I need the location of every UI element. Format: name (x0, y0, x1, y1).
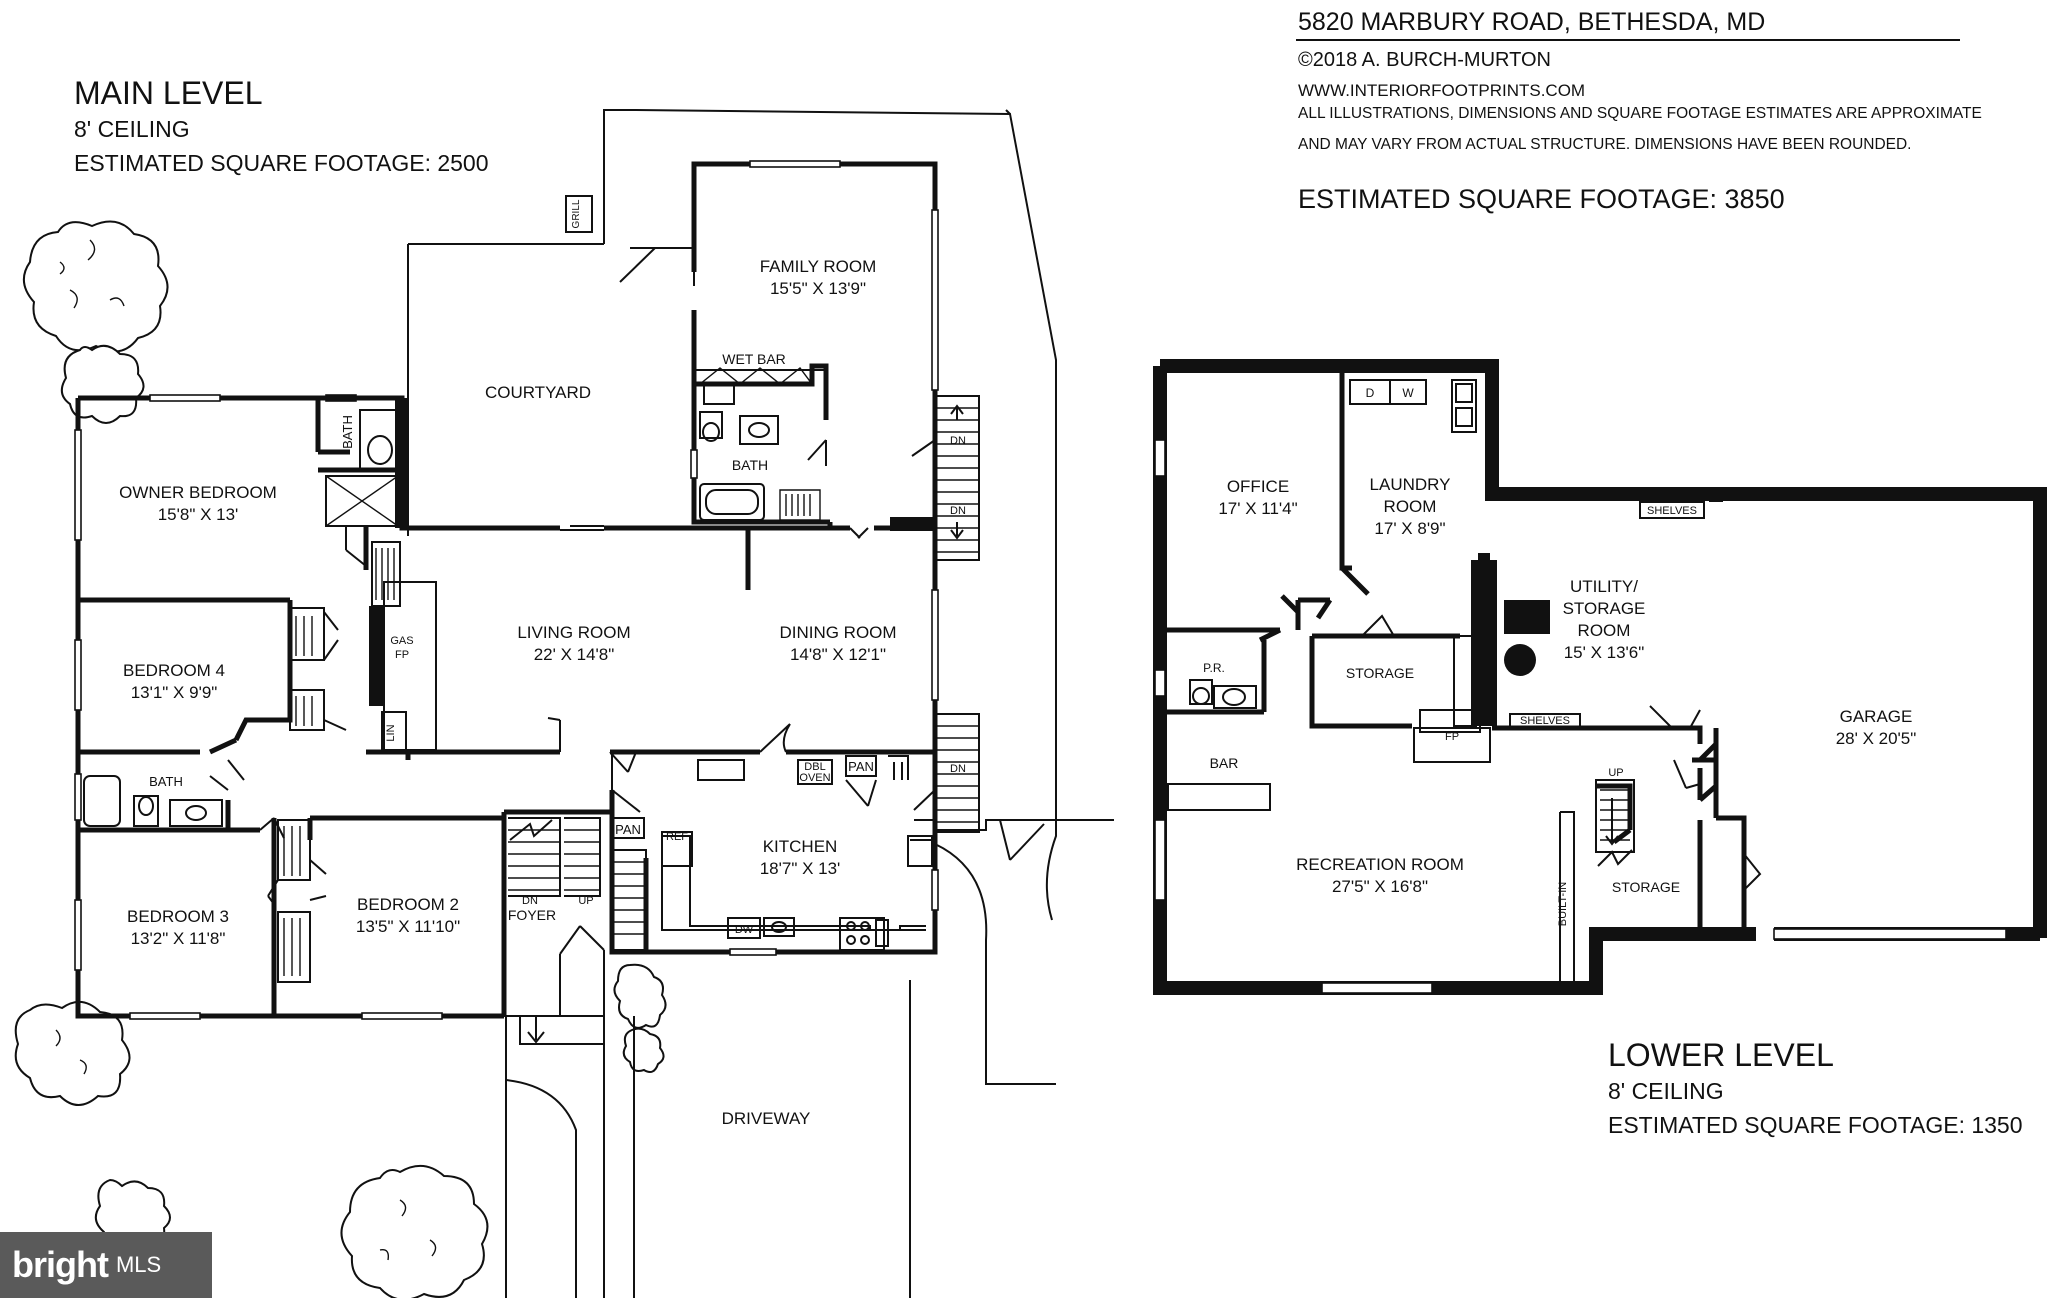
driveway-name: DRIVEWAY (722, 1109, 811, 1128)
gas-label: GAS (390, 635, 413, 647)
lower-level-ceiling: 8' CEILING (1608, 1078, 1724, 1104)
pan-kitchen-label: PAN (848, 759, 874, 774)
dbl-label: DBL (804, 761, 825, 773)
utility-name3: ROOM (1578, 621, 1631, 640)
kitchen-name: KITCHEN (763, 837, 838, 856)
main-level-title: MAIN LEVEL (74, 75, 263, 111)
storage2-name: STORAGE (1612, 879, 1680, 895)
pr-label: P.R. (1203, 661, 1225, 675)
bedroom4-name: BEDROOM 4 (123, 661, 225, 680)
main-level-sqft: ESTIMATED SQUARE FOOTAGE: 2500 (74, 150, 489, 176)
office-dims: 17' X 11'4" (1218, 499, 1297, 518)
bright-mls-logo: bright MLS (0, 1232, 212, 1298)
tree-icon (23, 220, 169, 353)
laundry-name1: LAUNDRY (1370, 475, 1451, 494)
kitchen-dims: 18'7" X 13' (760, 859, 841, 878)
shelves2-label: SHELVES (1520, 715, 1570, 727)
office-name: OFFICE (1227, 477, 1289, 496)
dn-foyer-label: DN (522, 895, 538, 907)
wet-bar-label: WET BAR (722, 351, 786, 367)
bedroom4-dims: 13'1" X 9'9" (131, 683, 218, 702)
living-room-name: LIVING ROOM (517, 623, 630, 642)
utility-name2: STORAGE (1563, 599, 1646, 618)
storage1-name: STORAGE (1346, 665, 1414, 681)
lin-label: LIN (385, 724, 397, 741)
tree-icon (14, 1001, 131, 1106)
oven-label: OVEN (799, 772, 830, 784)
lower-level-title: LOWER LEVEL (1608, 1037, 1834, 1073)
laundry-dims: 17' X 8'9" (1374, 519, 1445, 538)
tree-icon (60, 344, 145, 424)
bedroom3-name: BEDROOM 3 (127, 907, 229, 926)
laundry-name2: ROOM (1384, 497, 1437, 516)
dw-label: DW (735, 924, 754, 936)
bright-logo-text: bright (12, 1244, 109, 1285)
tree-icon (613, 963, 667, 1073)
up-foyer-label: UP (578, 895, 593, 907)
copyright-text: ©2018 A. BURCH-MURTON (1298, 49, 1551, 71)
bar-label: BAR (1210, 755, 1239, 771)
grill-label: GRILL (571, 199, 582, 228)
disclaimer-line2: AND MAY VARY FROM ACTUAL STRUCTURE. DIME… (1298, 136, 1912, 153)
dining-room-dims: 14'8" X 12'1" (790, 645, 886, 664)
fp-main-label: FP (395, 649, 409, 661)
disclaimer-line1: ALL ILLUSTRATIONS, DIMENSIONS AND SQUARE… (1298, 105, 1982, 122)
owner-bedroom-dims: 15'8" X 13' (158, 505, 239, 524)
shelves1-label: SHELVES (1647, 505, 1697, 517)
living-room-dims: 22' X 14'8" (534, 645, 615, 664)
total-sqft: ESTIMATED SQUARE FOOTAGE: 3850 (1298, 184, 1785, 214)
main-level-ceiling: 8' CEILING (74, 116, 190, 142)
built-in-label: BUILT-IN (1557, 882, 1569, 926)
fp-lower-label: FP (1445, 731, 1459, 743)
mls-logo-text: MLS (115, 1252, 162, 1277)
family-room-dims: 15'5" X 13'9" (770, 279, 866, 298)
hall-bath-label: BATH (149, 774, 183, 789)
owner-bedroom-name: OWNER BEDROOM (119, 483, 277, 502)
owner-bath-label: BATH (340, 415, 355, 449)
d-label: D (1366, 386, 1375, 400)
recreation-name: RECREATION ROOM (1296, 855, 1464, 874)
website-text: WWW.INTERIORFOOTPRINTS.COM (1298, 81, 1585, 100)
dn-label-2: DN (950, 505, 966, 517)
family-room-name: FAMILY ROOM (760, 257, 877, 276)
address-title: 5820 MARBURY ROAD, BETHESDA, MD (1298, 8, 1765, 36)
family-bath-label: BATH (732, 457, 768, 473)
utility-dims: 15' X 13'6" (1564, 643, 1645, 662)
lower-level-sqft: ESTIMATED SQUARE FOOTAGE: 1350 (1608, 1112, 2023, 1138)
bedroom2-name: BEDROOM 2 (357, 895, 459, 914)
garage-dims: 28' X 20'5" (1836, 729, 1917, 748)
recreation-dims: 27'5" X 16'8" (1332, 877, 1428, 896)
tree-icon (340, 1165, 489, 1298)
bedroom3-dims: 13'2" X 11'8" (131, 929, 226, 948)
dining-room-name: DINING ROOM (779, 623, 896, 642)
dn-label-3: DN (950, 763, 966, 775)
ref-label: REF (666, 831, 688, 843)
dn-label-1: DN (950, 435, 966, 447)
up-lower-label: UP (1608, 767, 1623, 779)
courtyard-name: COURTYARD (485, 383, 591, 402)
bedroom2-dims: 13'5" X 11'10" (356, 917, 460, 936)
garage-name: GARAGE (1840, 707, 1913, 726)
w-label: W (1402, 386, 1414, 400)
utility-name1: UTILITY/ (1570, 577, 1638, 596)
pan-foyer-label: PAN (615, 822, 641, 837)
foyer-name: FOYER (508, 907, 556, 923)
